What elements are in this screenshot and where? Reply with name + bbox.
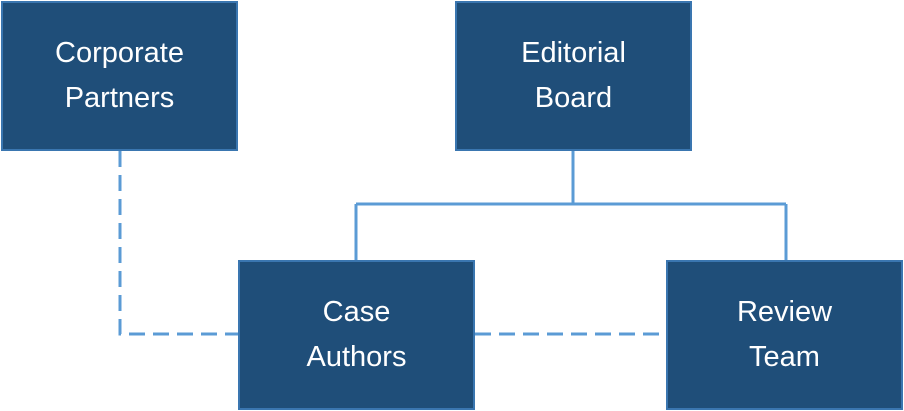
node-label-corporate-partners: Corporate Partners bbox=[55, 37, 184, 114]
node-corporate-partners: Corporate Partners bbox=[1, 1, 238, 151]
node-label-editorial-board: Editorial Board bbox=[521, 37, 626, 114]
node-editorial-board: Editorial Board bbox=[455, 1, 692, 151]
node-case-authors: Case Authors bbox=[238, 260, 475, 410]
node-label-case-authors: Case Authors bbox=[306, 296, 407, 373]
node-review-team: Review Team bbox=[666, 260, 903, 410]
node-label-review-team: Review Team bbox=[736, 296, 833, 373]
dashed-connector-corporate-to-case bbox=[118, 151, 238, 336]
